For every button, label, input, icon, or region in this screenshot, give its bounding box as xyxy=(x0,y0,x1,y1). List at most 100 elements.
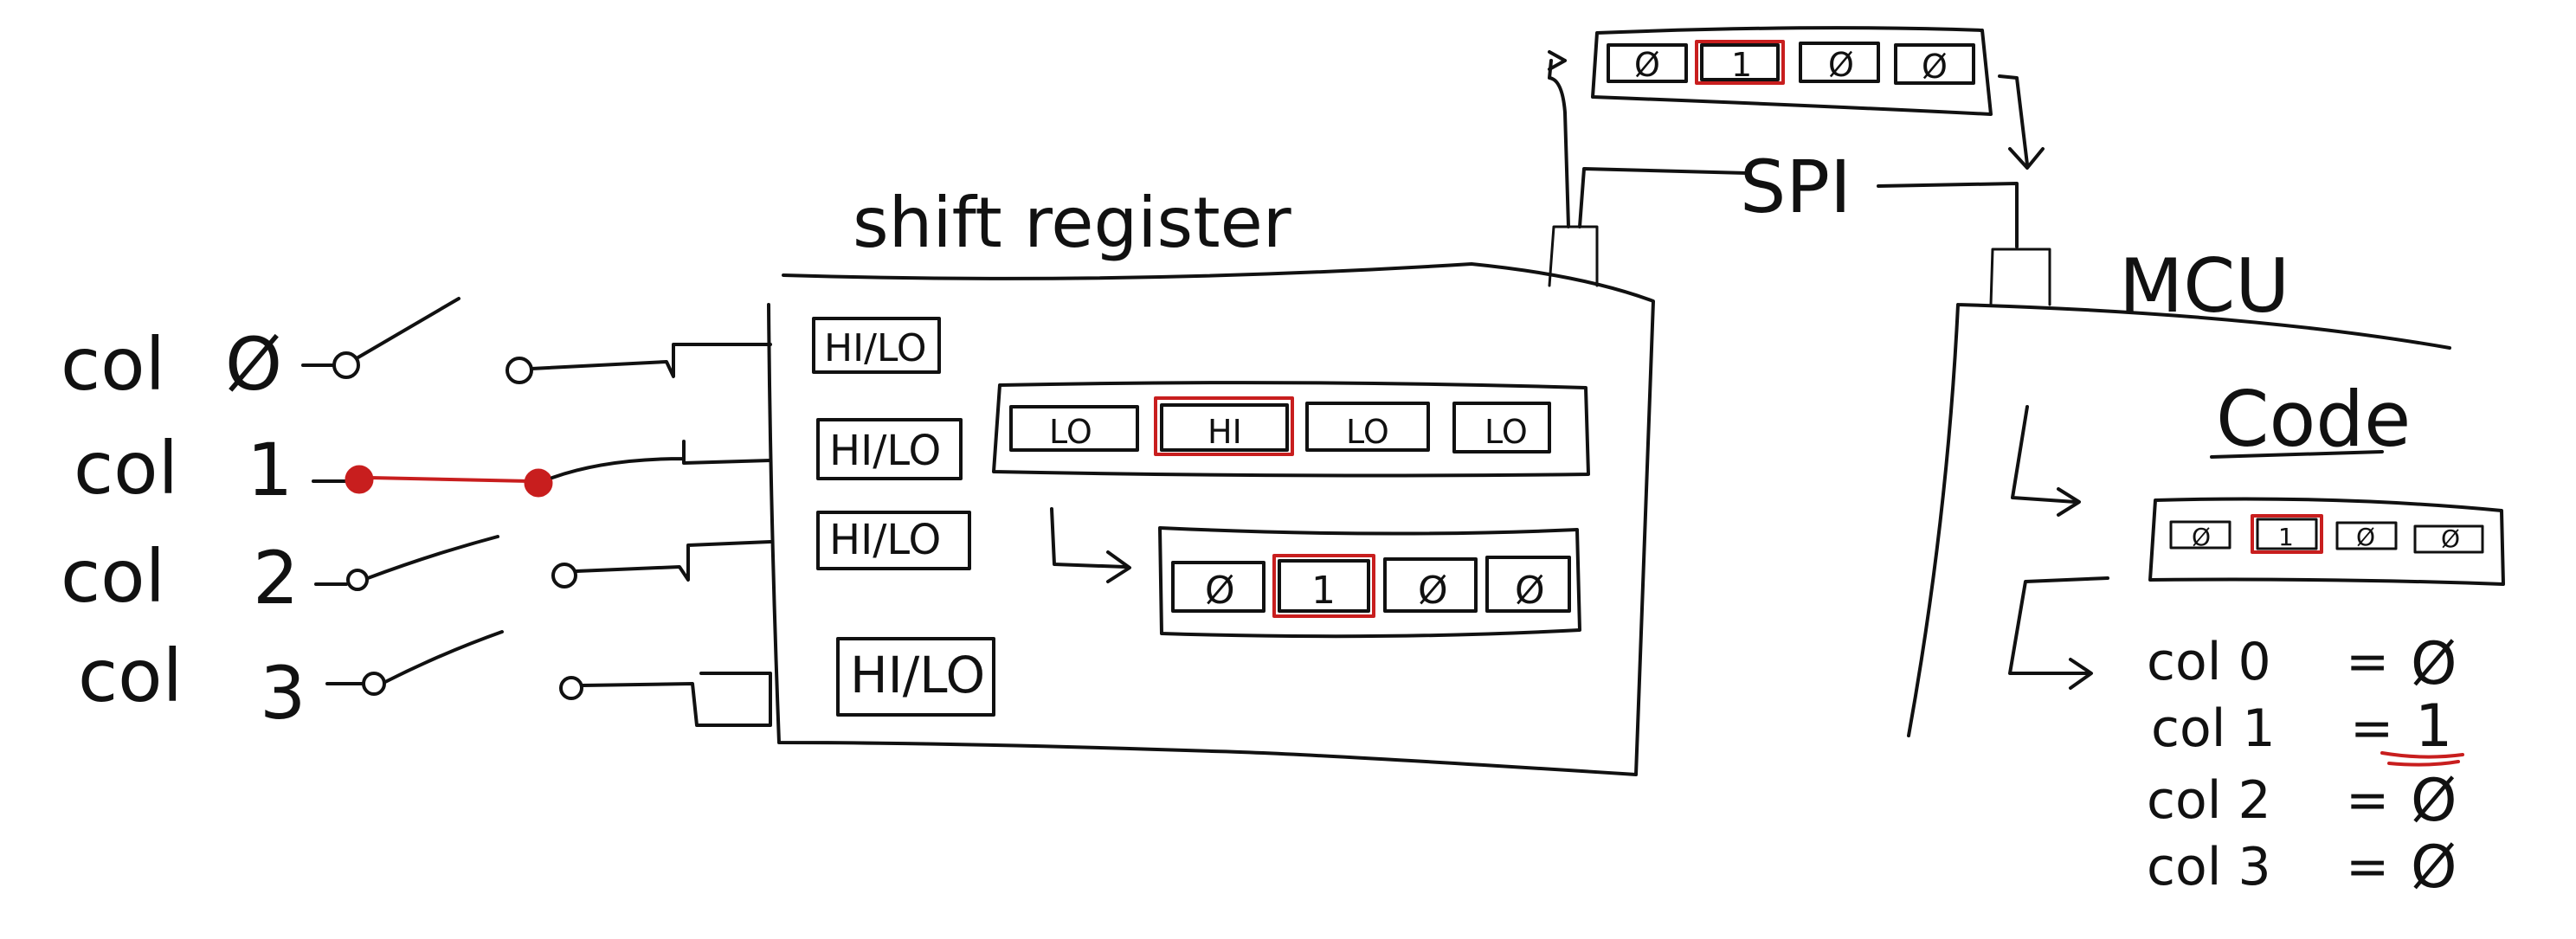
bits-row-frame xyxy=(1158,526,1581,639)
bit-cell-0 xyxy=(1171,561,1265,613)
latched-cell-1-highlight xyxy=(1154,396,1294,456)
col-1-switch-closed xyxy=(369,476,531,483)
spi-wire-top-left xyxy=(1578,167,1748,228)
result-lhs-2: col 2 xyxy=(2147,770,2271,831)
code-bit-cell-1 xyxy=(2256,518,2318,550)
spi-bit-cell-1-highlight xyxy=(1695,40,1785,85)
shift-register-title: shift register xyxy=(853,183,1291,263)
input-label-0: HI/LO xyxy=(824,326,926,370)
input-box-2 xyxy=(816,511,971,570)
input-box-1 xyxy=(816,418,963,480)
result-eq-2: = xyxy=(2346,770,2389,831)
col-0-label: col xyxy=(61,322,165,407)
col-3-contact-b xyxy=(559,676,583,700)
latched-row-frame xyxy=(992,381,1590,478)
code-bit-cell-1-highlight xyxy=(2251,514,2323,554)
col-2-contact-a xyxy=(346,569,369,591)
code-bit-text-0: Ø xyxy=(2192,523,2211,551)
bit-cell-2 xyxy=(1383,557,1478,613)
col-1-index: 1 xyxy=(247,428,293,512)
input-label-3: HI/LO xyxy=(850,646,985,704)
shift-register: shift register HI/LO HI/LO HI/LO HI/LO L… xyxy=(767,183,1655,776)
latched-text-1: HI xyxy=(1208,413,1242,451)
code-bit-cell-3 xyxy=(2413,524,2484,554)
spi-link: Ø 1 Ø Ø SPI xyxy=(1548,26,2045,248)
bit-text-0: Ø xyxy=(1205,569,1235,613)
mcu: MCU Code Ø 1 Ø Ø col 0 = Ø col 1 = 1 col… xyxy=(1907,243,2505,902)
input-box-3 xyxy=(836,637,995,717)
col-0-contact-b xyxy=(506,357,533,384)
mcu-top-tab xyxy=(1989,248,2051,306)
spi-wire-top-right xyxy=(1877,182,2019,248)
bit-cell-3 xyxy=(1485,556,1571,613)
spi-arrow-in xyxy=(1548,50,1567,71)
input-box-0 xyxy=(812,317,941,374)
code-arrow-2-head xyxy=(2069,658,2093,690)
col-0-contact-a xyxy=(332,351,360,379)
mcu-box xyxy=(1907,303,2451,737)
code-bit-text-1: 1 xyxy=(2278,523,2294,551)
code-arrow-2 xyxy=(2008,576,2109,675)
col-3-switch-arm xyxy=(383,630,504,684)
bit-text-1: 1 xyxy=(1311,569,1336,613)
result-eq-1: = xyxy=(2350,698,2393,759)
spi-label: SPI xyxy=(1740,145,1852,229)
col-0-switch-arm xyxy=(355,297,460,360)
result-value-1: 1 xyxy=(2415,692,2452,761)
spi-wire-right xyxy=(1998,74,2029,166)
result-eq-0: = xyxy=(2346,632,2389,692)
col-3-index: 3 xyxy=(260,651,306,736)
latched-text-3: LO xyxy=(1484,413,1528,451)
latched-text-2: LO xyxy=(1346,413,1389,451)
bit-cell-1 xyxy=(1278,559,1370,613)
spi-wire-left xyxy=(1548,59,1570,228)
col-3-contact-a xyxy=(362,672,386,696)
col-0-wire xyxy=(530,343,772,378)
code-title: Code xyxy=(2216,375,2411,464)
code-bit-cell-0 xyxy=(2169,520,2231,550)
results-list: col 0 = Ø col 1 = 1 col 2 = Ø col 3 = Ø xyxy=(2147,630,2464,902)
shift-register-top-tab xyxy=(1548,225,1599,287)
col-2-wire xyxy=(575,540,772,582)
col-2-label: col xyxy=(61,534,165,619)
code-bit-text-2: Ø xyxy=(2356,523,2375,551)
latched-cell-3 xyxy=(1452,402,1551,453)
result-value-3: Ø xyxy=(2411,833,2457,902)
spi-bit-text-2: Ø xyxy=(1828,46,1854,84)
col-3-label: col xyxy=(78,634,183,718)
bit-text-3: Ø xyxy=(1515,569,1545,613)
result-lhs-3: col 3 xyxy=(2147,837,2271,897)
input-label-1: HI/LO xyxy=(829,427,941,475)
latched-text-0: LO xyxy=(1049,413,1092,451)
col-2-switch-arm xyxy=(366,535,499,580)
convert-arrow-head xyxy=(1106,550,1131,583)
col-2-index: 2 xyxy=(253,536,299,621)
col-1-contact-a xyxy=(345,465,374,494)
code-arrow-1-head xyxy=(2057,487,2081,517)
code-bit-text-3: Ø xyxy=(2441,524,2460,553)
code-arrow-1 xyxy=(2011,405,2077,504)
convert-arrow xyxy=(1050,507,1127,569)
spi-bit-cell-2 xyxy=(1799,42,1880,83)
spi-bit-text-1: 1 xyxy=(1731,46,1752,84)
result-1-underline xyxy=(2380,751,2464,767)
spi-bit-text-0: Ø xyxy=(1634,46,1660,84)
col-1-label: col xyxy=(74,426,178,511)
result-eq-3: = xyxy=(2346,837,2389,897)
result-lhs-1: col 1 xyxy=(2151,698,2276,759)
latched-cell-1 xyxy=(1160,403,1289,452)
latched-cell-2 xyxy=(1305,402,1430,452)
shift-register-box xyxy=(767,262,1655,776)
input-label-2: HI/LO xyxy=(829,516,941,564)
code-bits-frame xyxy=(2148,497,2505,586)
col-3-wire xyxy=(581,672,772,727)
spi-bit-cell-3 xyxy=(1894,43,1975,85)
spi-arrow-out xyxy=(2008,147,2045,170)
latched-cell-0 xyxy=(1009,405,1139,452)
result-value-2: Ø xyxy=(2411,767,2457,835)
bit-text-2: Ø xyxy=(1418,569,1448,613)
col-1-wire xyxy=(551,440,772,479)
bit-cell-1-highlight xyxy=(1272,554,1375,618)
spi-bit-cell-1 xyxy=(1700,43,1780,81)
